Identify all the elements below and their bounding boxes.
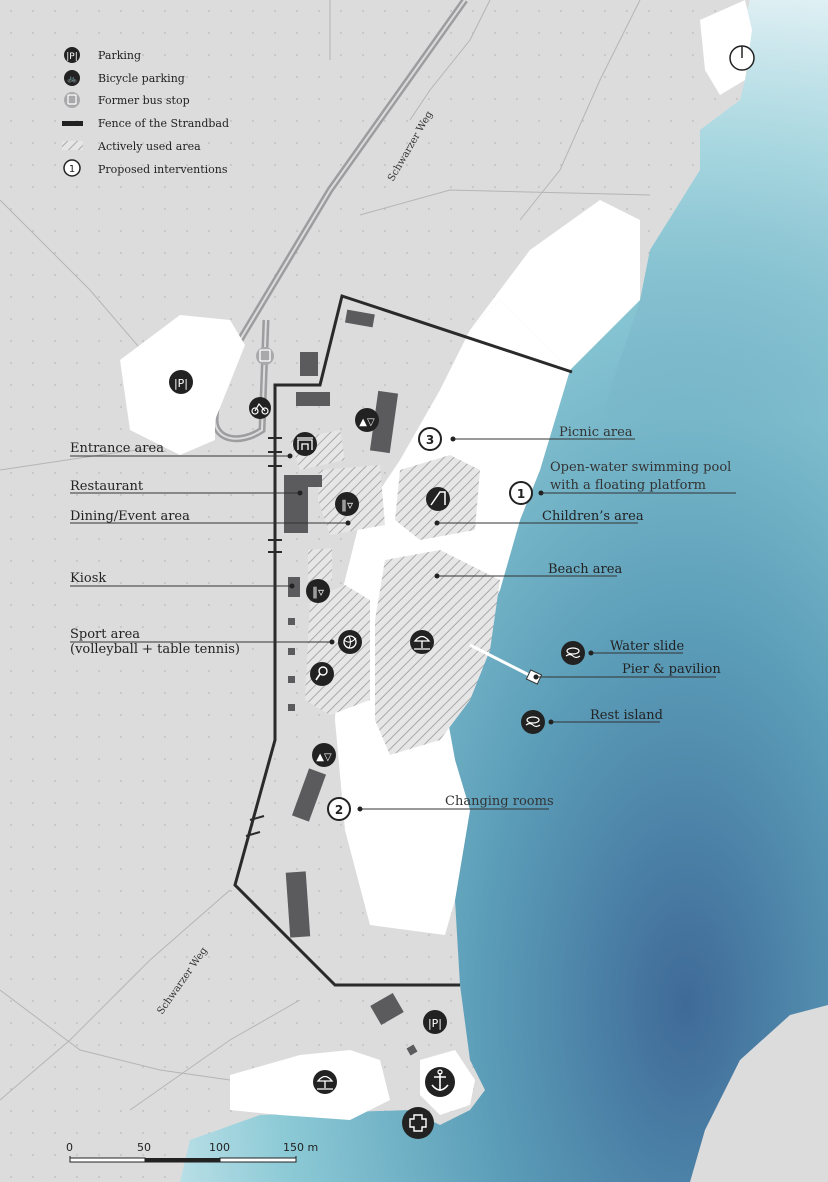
svg-text:🚲: 🚲 — [67, 74, 77, 83]
label-pier: Pier & pavilion — [622, 662, 721, 677]
first-aid-icon — [402, 1107, 434, 1139]
fence-gates — [245, 437, 282, 837]
label-children: Children’s area — [542, 509, 644, 524]
intervention-markers: 3 1 2 — [327, 427, 533, 821]
table-tennis-icon — [310, 662, 334, 686]
lake-shimmer — [600, 0, 828, 420]
building — [285, 871, 311, 938]
northeast-islet — [700, 0, 752, 95]
map-icons: |P| ▲▽ ∥▿ ∥▿ ▲▽ — [169, 347, 585, 1139]
label-sport-line1: Sport area — [70, 627, 140, 642]
legend-label-parking: Parking — [98, 49, 141, 62]
playground-slide-icon — [426, 487, 450, 511]
strandbad-fence — [233, 294, 573, 987]
building — [291, 768, 327, 822]
legend-label-bicycle: Bicycle parking — [98, 72, 185, 85]
footpaths — [0, 0, 651, 1111]
north-arrow-icon — [729, 45, 755, 71]
label-dining: Dining/Event area — [70, 509, 190, 524]
svg-text:▲▽: ▲▽ — [316, 752, 332, 763]
building — [370, 992, 404, 1026]
southeast-shore — [690, 1005, 828, 1182]
building — [288, 648, 295, 655]
north-beach — [470, 200, 640, 370]
scale-tick-100: 100 — [209, 1141, 230, 1154]
label-picnic: Picnic area — [559, 425, 633, 440]
svg-text:|P|: |P| — [428, 1017, 442, 1030]
intervention-marker-picnic — [418, 427, 442, 451]
toilet-icon — [355, 408, 379, 432]
label-pool-line1: Open-water swimming pool — [550, 460, 731, 475]
fence-swatch — [62, 121, 83, 126]
bicycle-icon — [64, 70, 80, 86]
intervention-marker-changing — [327, 797, 351, 821]
toilet-icon — [312, 743, 336, 767]
area-labels: Entrance area Restaurant Dining/Event ar… — [70, 425, 731, 809]
label-rest-island: Rest island — [590, 708, 663, 723]
building — [300, 352, 318, 376]
legend: |P| Parking 🚲 Bicycle parking Former bus… — [62, 47, 229, 177]
hatch-swatch — [62, 141, 83, 150]
label-changing: Changing rooms — [445, 794, 554, 809]
label-beach: Beach area — [548, 562, 622, 577]
building — [369, 390, 399, 454]
svg-text:1: 1 — [69, 164, 75, 175]
svg-text:∥▿: ∥▿ — [341, 498, 353, 512]
label-water-slide: Water slide — [610, 639, 685, 654]
cutlery-icon — [335, 492, 359, 516]
svg-text:2: 2 — [335, 803, 343, 817]
scale-tick-50: 50 — [137, 1141, 151, 1154]
svg-text:1: 1 — [517, 487, 525, 501]
building — [302, 475, 322, 487]
svg-text:3: 3 — [426, 433, 434, 447]
building — [344, 309, 375, 328]
scale-bar: 0 50 100 150 m — [66, 1141, 318, 1163]
south-beach — [230, 1050, 390, 1120]
label-sport-line2: (volleyball + table tennis) — [70, 642, 240, 657]
pier — [469, 643, 536, 680]
legend-label-bus: Former bus stop — [98, 94, 190, 107]
rest-island-icon — [521, 710, 545, 734]
parking-icon — [64, 47, 80, 63]
water-slide-icon — [561, 641, 585, 665]
svg-text:∥▿: ∥▿ — [312, 585, 324, 599]
label-entrance: Entrance area — [70, 441, 164, 456]
label-kiosk: Kiosk — [70, 571, 106, 586]
label-pool-line2: with a floating platform — [550, 478, 706, 493]
svg-text:▲▽: ▲▽ — [359, 417, 375, 428]
legend-label-interventions: Proposed interventions — [98, 163, 228, 176]
svg-text:|P|: |P| — [66, 52, 78, 62]
building — [288, 676, 295, 683]
scale-tick-0: 0 — [66, 1141, 73, 1154]
scale-tick-150: 150 m — [283, 1141, 318, 1154]
svg-text:|P|: |P| — [174, 377, 188, 390]
leader-dots — [287, 436, 594, 812]
building — [288, 618, 295, 625]
building — [406, 1044, 418, 1056]
legend-label-fence: Fence of the Strandbad — [98, 117, 229, 130]
bicycle-icon — [249, 397, 271, 419]
parking-icon — [423, 1010, 447, 1034]
label-restaurant: Restaurant — [70, 479, 144, 494]
leader-lines — [70, 438, 736, 810]
intervention-marker — [63, 159, 81, 177]
parking-icon — [169, 370, 193, 394]
legend-label-area: Actively used area — [97, 140, 201, 153]
cutlery-icon — [306, 579, 330, 603]
building — [296, 392, 330, 406]
building — [288, 704, 295, 711]
intervention-marker-pool — [509, 481, 533, 505]
